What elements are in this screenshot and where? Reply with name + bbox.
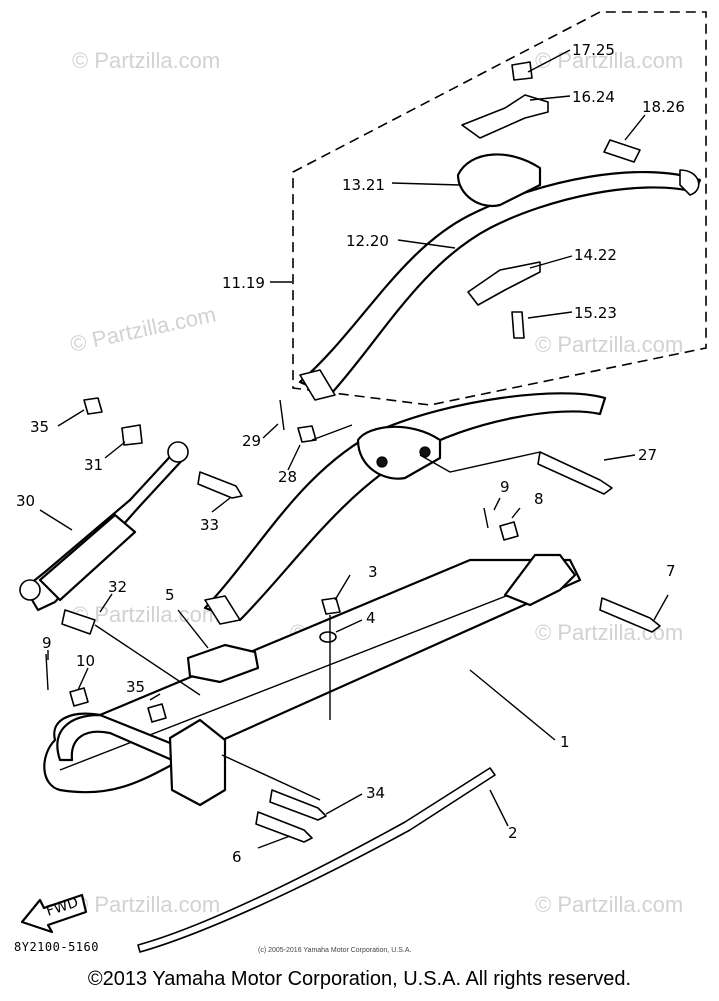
watermark: © Partzilla.com: [72, 48, 220, 73]
bolt-34: [269, 789, 327, 821]
shock-eye: [167, 441, 189, 463]
callout-14-22: 14.22: [574, 246, 617, 264]
watermark: © Partzilla.com: [68, 302, 218, 357]
upper-spring-end: [299, 369, 336, 401]
cotter-pin-29: [279, 399, 285, 431]
washer-4: [319, 631, 337, 643]
callout-17-25: 17.25: [572, 41, 615, 59]
callout-28: 28: [278, 468, 297, 486]
callout-10: 10: [76, 652, 95, 670]
callout-4: 4: [366, 609, 376, 627]
diagram-code: 8Y2100-5160: [14, 940, 99, 954]
saddle-pivot: [376, 456, 388, 468]
callout-12-20: 12.20: [346, 232, 389, 250]
nut-35: [83, 397, 103, 415]
bolt-27: [537, 451, 613, 495]
subassembly-boundary: [292, 11, 707, 406]
rubber-stopper: [186, 643, 260, 684]
nut-35b: [147, 703, 167, 723]
shock-eye: [19, 579, 41, 601]
nut-28: [297, 425, 317, 443]
plate-bolt: [511, 311, 525, 339]
callout-31: 31: [84, 456, 103, 474]
nut-3: [321, 597, 341, 615]
callout-32: 32: [108, 578, 127, 596]
guide-line: [94, 624, 201, 696]
watermark: © Partzilla.com: [535, 892, 683, 917]
watermark: © Partzilla.com: [535, 48, 683, 73]
leader-lines: [39, 49, 669, 849]
nut-10: [69, 687, 89, 707]
callout-2: 2: [508, 824, 518, 842]
callout-11-19: 11.19: [222, 274, 265, 292]
spring-plate: [467, 261, 541, 306]
shock-body: [38, 513, 137, 602]
saddle-pivot: [419, 446, 431, 458]
callout-30: 30: [16, 492, 35, 510]
callout-9: 9: [500, 478, 510, 496]
callout-13-21: 13.21: [342, 176, 385, 194]
fwd-arrow-icon: FWD: [20, 893, 88, 934]
upper-spring-eye: [679, 169, 700, 196]
upper-nut: [511, 61, 533, 81]
callout-35: 35: [30, 418, 49, 436]
callout-18-26: 18.26: [642, 98, 685, 116]
cotter-pin-9: [483, 507, 489, 529]
spindle-bracket: [168, 718, 227, 807]
callout-7: 7: [666, 562, 676, 580]
nut-8: [499, 521, 519, 541]
bolt-33: [197, 471, 243, 499]
callout-1: 1: [560, 733, 570, 751]
callout-5: 5: [165, 586, 175, 604]
guide-line: [221, 754, 321, 801]
collar-32: [61, 609, 96, 635]
small-copyright: (c) 2005-2016 Yamaha Motor Corporation, …: [258, 947, 412, 954]
callout-15-23: 15.23: [574, 304, 617, 322]
callout-6: 6: [232, 848, 242, 866]
watermark: © Partzilla.com: [535, 620, 683, 645]
lower-spring-end: [204, 595, 241, 625]
rear-bracket: [503, 553, 577, 607]
callout-16-24: 16.24: [572, 88, 615, 106]
callout-9b: 9: [42, 634, 52, 652]
wear-bar: [137, 767, 496, 953]
watermark: © Partzilla.com: [72, 602, 220, 627]
callout-35b: 35: [126, 678, 145, 696]
callout-3: 3: [368, 563, 378, 581]
callout-34: 34: [366, 784, 385, 802]
watermark: © Partzilla.com: [535, 332, 683, 357]
callout-29: 29: [242, 432, 261, 450]
spring-clamp: [456, 153, 542, 208]
seat-plate: [461, 94, 549, 139]
guide-line: [311, 424, 353, 441]
bolt-7: [599, 597, 661, 633]
watermark-group: © Partzilla.com © Partzilla.com © Partzi…: [68, 48, 683, 917]
callout-8: 8: [534, 490, 544, 508]
callout-33: 33: [200, 516, 219, 534]
collar: [603, 139, 641, 163]
watermark: © Partzilla.com: [72, 892, 220, 917]
guide-line: [419, 451, 541, 473]
bolt-6: [255, 811, 313, 843]
copyright-footer: ©2013 Yamaha Motor Corporation, U.S.A. A…: [87, 968, 632, 990]
cotter-pin-9b: [45, 653, 49, 691]
collar-31: [121, 424, 143, 446]
callout-labels: 17.25 16.24 18.26 13.21 12.20 11.19 14.2…: [16, 41, 685, 866]
callout-27: 27: [638, 446, 657, 464]
